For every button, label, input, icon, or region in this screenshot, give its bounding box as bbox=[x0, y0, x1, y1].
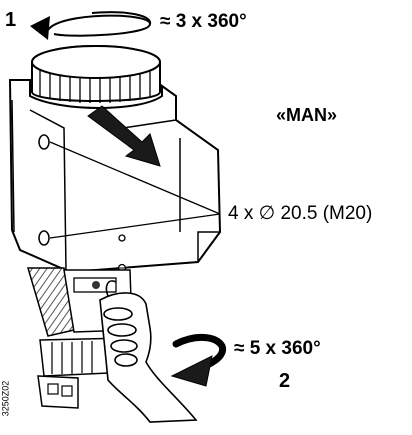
step1-number: 1 bbox=[5, 9, 17, 31]
operator-hand bbox=[99, 280, 198, 423]
rotation1-label: ≈ 3 x 360° bbox=[160, 11, 247, 32]
cable-entry-upper bbox=[38, 134, 50, 150]
handwheel-knob bbox=[31, 45, 161, 103]
figure-code: 3250Z02 bbox=[0, 380, 11, 417]
cable-entry-lower bbox=[38, 230, 50, 246]
rotation-arrow-step1 bbox=[30, 11, 152, 40]
holes-label: 4 x ∅ 20.5 (M20) bbox=[228, 203, 373, 224]
actuator-housing bbox=[8, 79, 222, 274]
rotation-arrow-step2 bbox=[170, 334, 227, 387]
hole-leader-lines bbox=[49, 141, 221, 239]
rotation2-label: ≈ 5 x 360° bbox=[234, 338, 321, 359]
cover-removal-arrow bbox=[87, 105, 161, 167]
step2-number: 2 bbox=[279, 370, 291, 392]
manual-mode-label: «MAN» bbox=[276, 105, 338, 125]
